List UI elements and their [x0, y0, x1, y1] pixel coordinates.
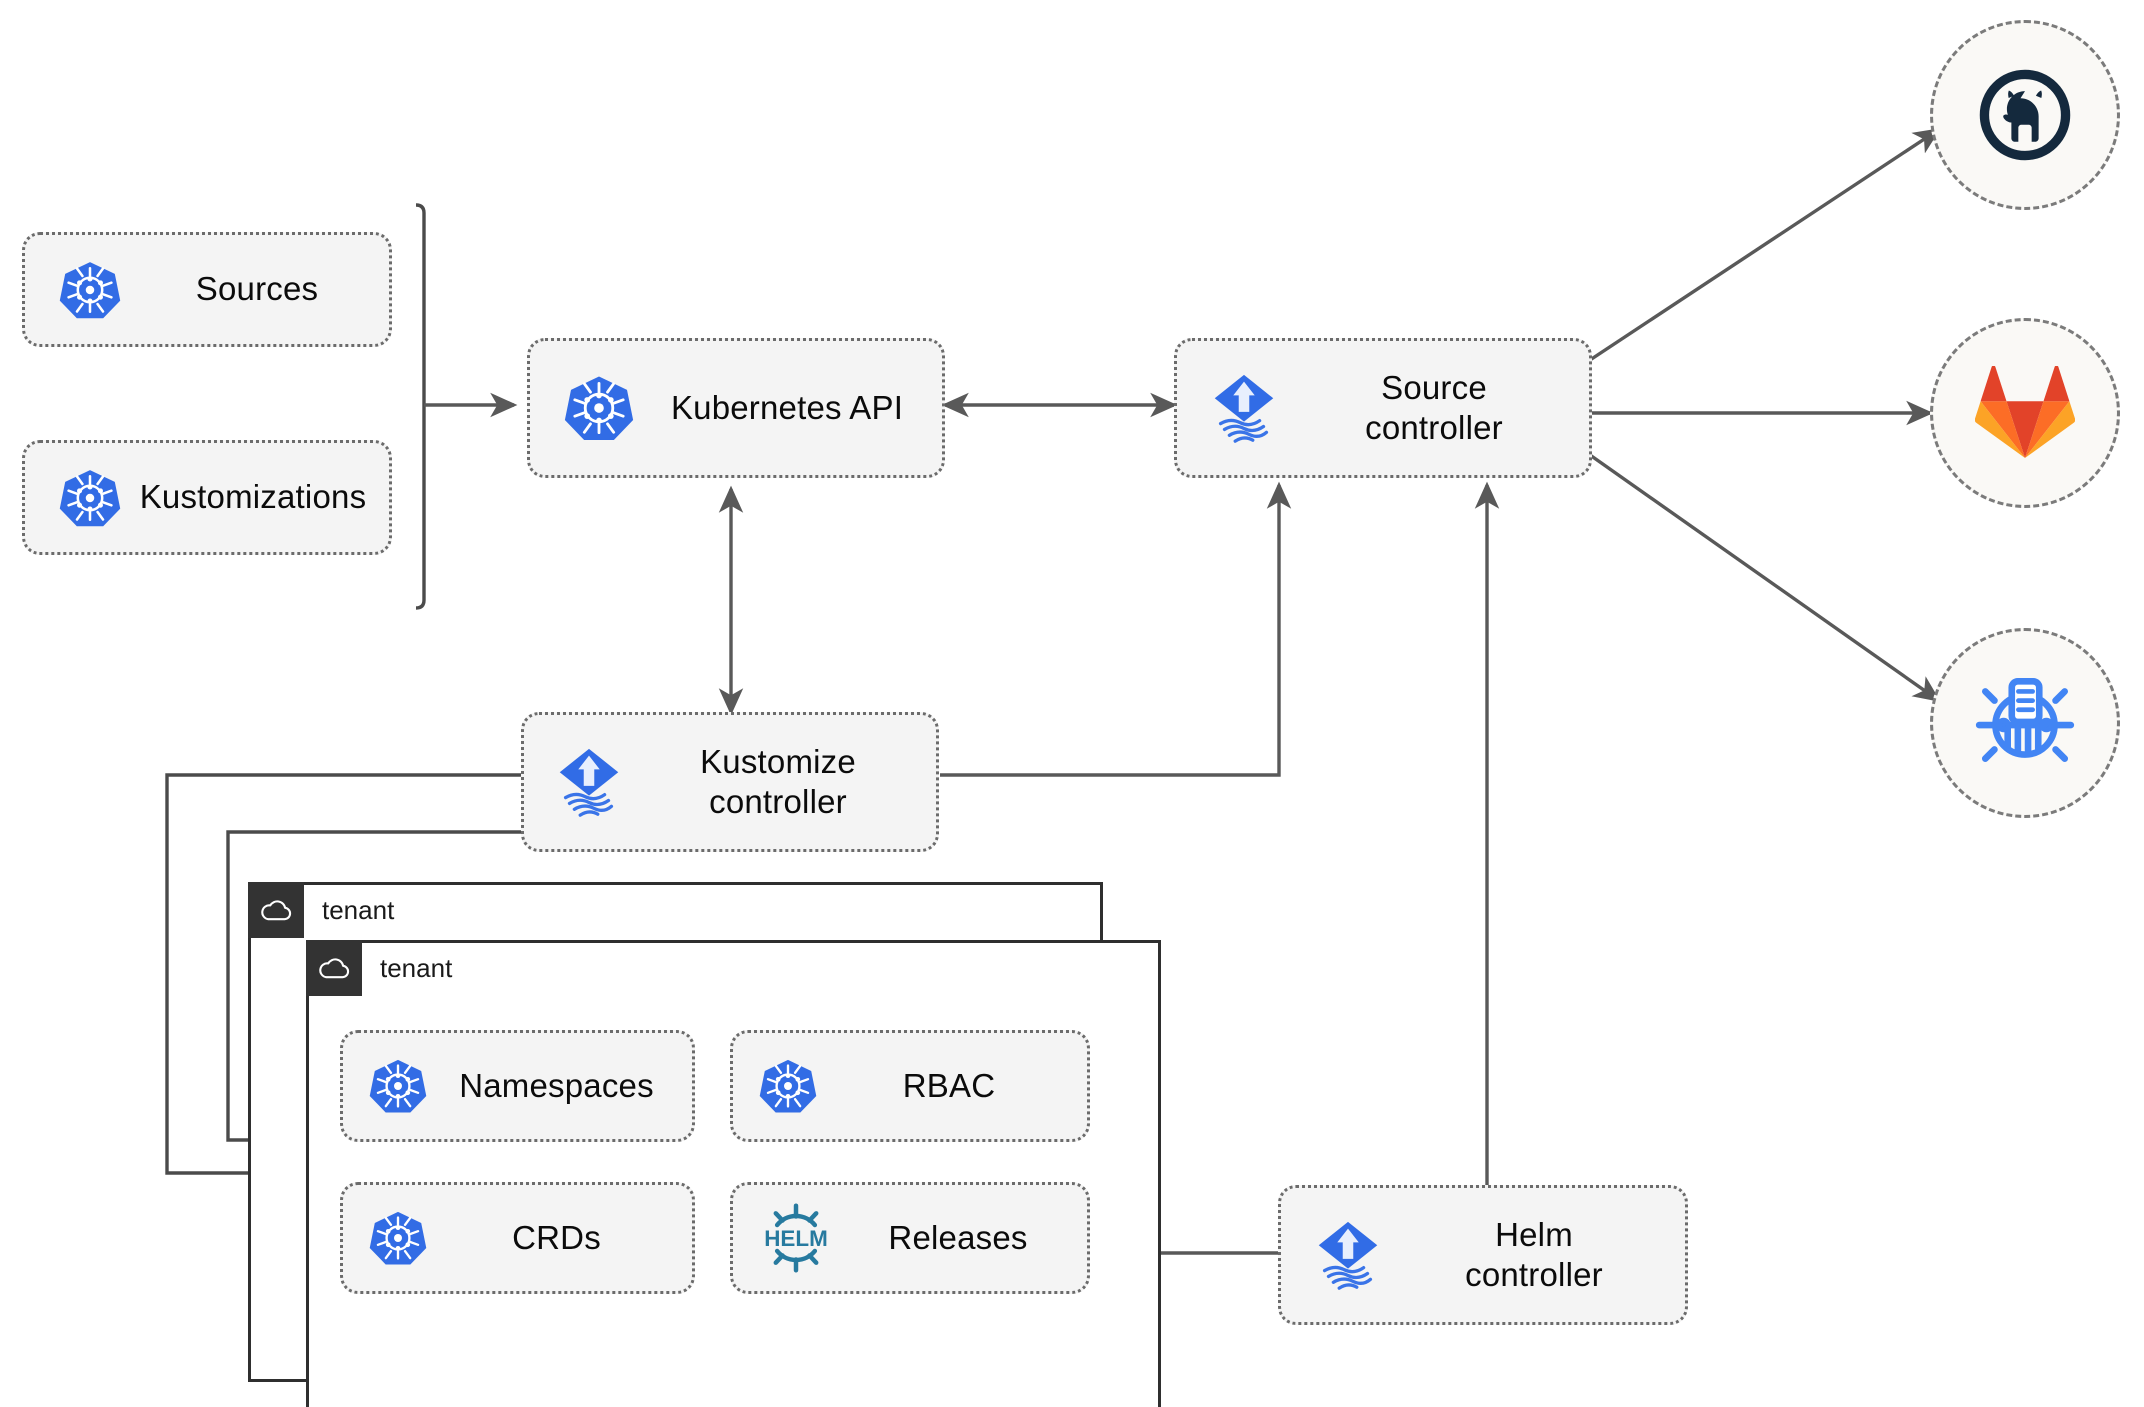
resource-label-releases: Releases	[888, 1218, 1028, 1256]
cloud-icon	[248, 882, 304, 938]
resource-box-sources[interactable]: Sources	[22, 232, 392, 347]
resource-label-rbac: RBAC	[902, 1066, 996, 1104]
resource-label-helm-controller: Helm controller	[1393, 1215, 1685, 1296]
helm-controller-line2: controller	[1465, 1256, 1603, 1293]
helm-icon: HELM	[757, 1203, 835, 1273]
tenant-inner-header: tenant	[306, 940, 452, 996]
resource-label-sources: Sources	[195, 270, 319, 308]
resource-label-crds: CRDs	[512, 1218, 601, 1256]
resource-label-kustomize-controller: Kustomize controller	[630, 742, 936, 823]
flux-icon	[550, 743, 628, 821]
resource-box-releases[interactable]: HELM Releases	[730, 1182, 1090, 1294]
kustomize-controller-line1: Kustomize	[700, 742, 856, 780]
kubernetes-icon	[59, 467, 121, 529]
flux-icon	[1309, 1216, 1387, 1294]
tenant-panel-inner[interactable]: tenant	[306, 940, 1161, 1407]
resource-label-kubernetes-api: Kubernetes API	[670, 388, 904, 426]
provider-circle-gitlab[interactable]	[1930, 318, 2120, 508]
resource-box-crds[interactable]: CRDs	[340, 1182, 695, 1294]
tenant-outer-label: tenant	[322, 895, 395, 925]
resource-box-kustomizations[interactable]: Kustomizations	[22, 440, 392, 555]
resource-box-kubernetes-api[interactable]: Kubernetes API	[527, 338, 945, 478]
resource-box-helm-controller[interactable]: Helm controller	[1278, 1185, 1688, 1325]
kubernetes-icon	[59, 259, 121, 321]
provider-circle-github[interactable]	[1930, 20, 2120, 210]
gitlab-icon	[1975, 366, 2075, 460]
tenant-outer-header: tenant	[248, 882, 394, 938]
resource-box-source-controller[interactable]: Source controller	[1174, 338, 1592, 478]
cloud-icon	[306, 940, 362, 996]
kubernetes-icon	[369, 1057, 427, 1115]
resource-box-namespaces[interactable]: Namespaces	[340, 1030, 695, 1142]
helm-wordmark: HELM	[764, 1226, 828, 1251]
github-icon	[1973, 63, 2077, 167]
kubernetes-icon	[369, 1209, 427, 1267]
flux-icon	[1205, 369, 1283, 447]
kubernetes-icon	[759, 1057, 817, 1115]
tenant-inner-label: tenant	[380, 953, 453, 983]
resource-label-kustomizations: Kustomizations	[139, 478, 367, 516]
kubernetes-icon	[564, 373, 634, 443]
helm-controller-line1: Helm	[1495, 1215, 1573, 1253]
source-controller-line2: controller	[1365, 409, 1503, 446]
resource-box-kustomize-controller[interactable]: Kustomize controller	[521, 712, 939, 852]
resource-box-rbac[interactable]: RBAC	[730, 1030, 1090, 1142]
provider-circle-helm-repository[interactable]	[1930, 628, 2120, 818]
resource-label-source-controller: Source controller	[1289, 368, 1589, 449]
helm-repository-icon	[1969, 667, 2081, 779]
resource-label-namespaces: Namespaces	[459, 1066, 654, 1104]
kustomize-controller-line2: controller	[709, 783, 847, 820]
source-controller-line1: Source	[1381, 368, 1487, 406]
